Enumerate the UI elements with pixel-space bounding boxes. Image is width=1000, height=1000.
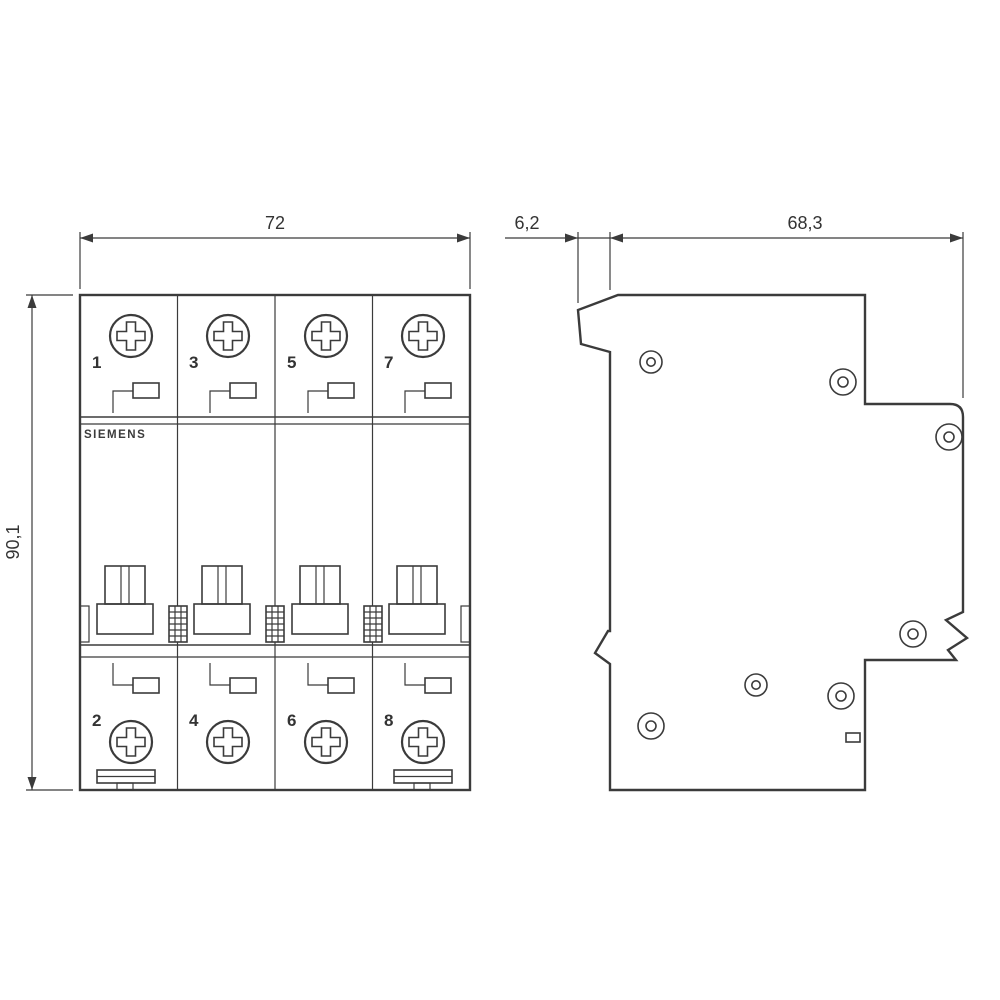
side-detail-slot	[845, 732, 861, 743]
handle-tie-bars	[79, 605, 471, 643]
brand-label: SIEMENS	[84, 429, 146, 441]
dim-width-label: 72	[265, 213, 285, 233]
extension-lines	[26, 232, 964, 791]
cover-seams	[80, 416, 470, 658]
pole-label-7: 7	[384, 353, 393, 372]
dim-body-depth-label: 68,3	[787, 213, 822, 233]
pole-label-3: 3	[189, 353, 198, 372]
pole-label-4: 4	[189, 711, 199, 730]
dim-lever-depth-label: 6,2	[514, 213, 539, 233]
pole-dividers	[176, 295, 374, 790]
pole-label-1: 1	[92, 353, 101, 372]
pole-label-2: 2	[92, 711, 101, 730]
dimension-lines	[31, 237, 963, 790]
terminal-screws-top	[108, 313, 446, 359]
front-view: 1 3 5 7 SIEMENS 2 4 6	[78, 293, 472, 792]
pole-label-5: 5	[287, 353, 296, 372]
side-view	[576, 293, 970, 792]
dimension-arrows	[27, 233, 963, 790]
rivets	[637, 350, 963, 740]
side-body-outline	[576, 293, 970, 792]
dimension-annotations: 72 90,1 6,2 68,3	[3, 213, 964, 791]
terminal-screws-bottom	[108, 719, 446, 765]
pole-label-6: 6	[287, 711, 296, 730]
dim-height-label: 90,1	[3, 524, 23, 559]
terminal-openings-top	[112, 382, 452, 414]
terminal-openings-bottom	[112, 662, 452, 694]
pole-label-8: 8	[384, 711, 393, 730]
